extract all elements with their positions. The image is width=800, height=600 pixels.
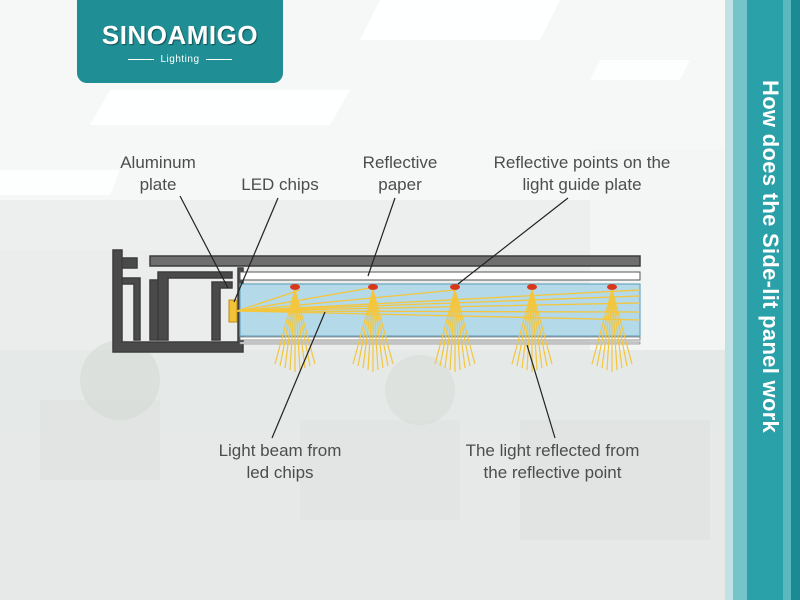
emitted-ray bbox=[596, 289, 613, 367]
emitted-ray bbox=[434, 289, 456, 365]
light-beams bbox=[236, 287, 641, 321]
label-led-chips: LED chips bbox=[241, 175, 319, 194]
label-light-reflected: The light reflected from the reflective … bbox=[465, 441, 640, 482]
emitted-ray bbox=[357, 289, 374, 367]
emitted-ray bbox=[294, 289, 316, 365]
sinoamigo-logo: SINOAMIGO Lighting bbox=[77, 0, 283, 83]
emitted-ray bbox=[526, 289, 533, 371]
emitted-ray bbox=[294, 289, 306, 369]
emitted-ray bbox=[611, 289, 628, 367]
emitted-ray bbox=[294, 289, 301, 371]
reflective-point-2 bbox=[352, 284, 394, 372]
emitted-ray bbox=[611, 289, 633, 365]
label-reflective-paper: Reflective paper bbox=[362, 153, 438, 194]
logo-name: SINOAMIGO bbox=[101, 20, 259, 50]
emitted-ray bbox=[372, 289, 389, 367]
emitted-ray bbox=[611, 289, 618, 371]
emitted-ray bbox=[289, 289, 296, 371]
emitted-ray bbox=[372, 289, 379, 371]
reflective-point-3 bbox=[434, 284, 476, 372]
emitted-ray bbox=[531, 289, 543, 369]
emitted-ray bbox=[521, 289, 533, 369]
emitted-ray bbox=[454, 289, 466, 369]
label-reflective-points: Reflective points on the light guide pla… bbox=[493, 153, 671, 194]
emitted-ray bbox=[531, 289, 548, 367]
aluminum-frame bbox=[112, 249, 641, 353]
emitted-ray bbox=[591, 289, 613, 365]
reflective-dot bbox=[368, 284, 378, 290]
emitted-ray bbox=[362, 289, 374, 369]
emitted-ray bbox=[274, 289, 296, 365]
emitted-ray bbox=[439, 289, 456, 367]
label-light-beam: Light beam from led chips bbox=[218, 441, 342, 482]
side-title: How does the Side-lit panel work bbox=[758, 80, 783, 434]
callout-lines bbox=[179, 195, 569, 439]
emitted-ray bbox=[372, 289, 384, 369]
emitted-ray bbox=[516, 289, 533, 367]
emitted-ray bbox=[454, 289, 471, 367]
reflective-point-4 bbox=[511, 284, 553, 372]
emitted-ray bbox=[601, 289, 613, 369]
emitted-ray bbox=[367, 289, 374, 371]
side-band bbox=[725, 0, 800, 600]
reflective-dot bbox=[450, 284, 460, 290]
emitted-ray bbox=[352, 289, 374, 365]
reflective-dot bbox=[607, 284, 617, 290]
emitted-ray bbox=[284, 289, 296, 369]
emitted-ray bbox=[531, 289, 553, 365]
emitted-ray bbox=[444, 289, 456, 369]
logo-tagline: Lighting bbox=[77, 54, 283, 65]
label-aluminum-plate: Aluminum plate bbox=[120, 153, 196, 194]
emitted-ray bbox=[606, 289, 613, 371]
emitted-ray bbox=[279, 289, 296, 367]
reflective-paper bbox=[239, 271, 641, 281]
emitted-ray bbox=[449, 289, 456, 371]
reflective-dot bbox=[290, 284, 300, 290]
emitted-ray bbox=[611, 289, 623, 369]
led-chip bbox=[228, 299, 238, 323]
emitted-ray bbox=[454, 289, 461, 371]
emitted-ray bbox=[511, 289, 533, 365]
reflective-dot bbox=[527, 284, 537, 290]
emitted-ray bbox=[531, 289, 538, 371]
diffuser-strip bbox=[239, 336, 641, 341]
emitted-ray bbox=[454, 289, 476, 365]
reflective-point-5 bbox=[591, 284, 633, 372]
emitted-ray bbox=[372, 289, 394, 365]
reflective-points bbox=[274, 284, 633, 372]
